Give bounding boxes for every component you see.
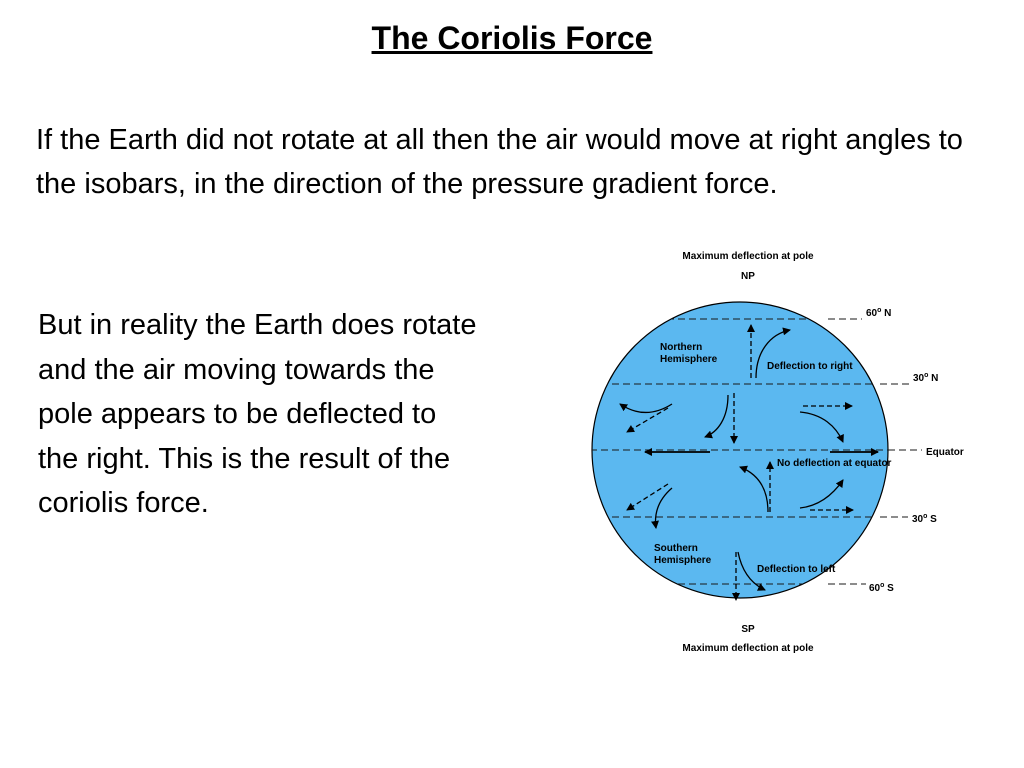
latitude-60s-suffix: S: [884, 583, 894, 594]
deflection-right-label: Deflection to right: [767, 361, 853, 372]
midlat-north-right-deflected-arrow: [799, 411, 844, 443]
degree-mark: o: [880, 582, 884, 589]
midlat-south-left-deflected-arrow: [651, 487, 673, 529]
no-deflection-label: No deflection at equator: [777, 458, 892, 469]
midlat-south-left-straight-arrow: [626, 483, 669, 511]
midlat-south-right-deflected-arrow: [799, 479, 844, 509]
latitude-30s-suffix: S: [927, 514, 937, 525]
midlat-south-center-deflected-arrow: [739, 465, 769, 513]
latitude-30n-value: 30: [913, 373, 925, 384]
top-caption: Maximum deflection at pole: [682, 251, 814, 262]
explanation-paragraph: But in reality the Earth does rotate and…: [38, 309, 477, 519]
slide-title: The Coriolis Force: [371, 20, 653, 56]
equator-label: Equator: [926, 447, 964, 458]
wind-arrows: [619, 324, 879, 601]
degree-mark: o: [924, 372, 928, 379]
latitude-60n-suffix: N: [881, 308, 891, 319]
northern-hemisphere-label-line1: Northern: [660, 342, 702, 353]
south-pole-label: SP: [741, 624, 755, 635]
degree-mark: o: [877, 307, 881, 314]
southern-hemisphere-label-line2: Hemisphere: [654, 555, 712, 566]
northern-hemisphere-label-line2: Hemisphere: [660, 354, 718, 365]
latitude-60n-value: 60: [866, 308, 878, 319]
latitude-60s-label: 60o S: [869, 582, 894, 594]
latitude-30s-value: 30: [912, 514, 924, 525]
intro-paragraph: If the Earth did not rotate at all then …: [36, 124, 963, 200]
polar-south-deflected-arrow: [737, 551, 766, 591]
midlat-north-center-deflected-arrow: [704, 394, 729, 439]
midlat-north-left-deflected-arrow: [619, 403, 673, 413]
latitude-60s-value: 60: [869, 583, 881, 594]
latitude-30s-label: 30o S: [912, 513, 937, 525]
degree-mark: o: [923, 513, 927, 520]
latitude-30n-label: 30o N: [913, 372, 938, 384]
bottom-caption: Maximum deflection at pole: [682, 643, 814, 654]
southern-hemisphere-label-line1: Southern: [654, 543, 698, 554]
latitude-60n-label: 60o N: [866, 307, 891, 319]
north-pole-label: NP: [741, 271, 755, 282]
latitude-30n-suffix: N: [928, 373, 938, 384]
deflection-left-label: Deflection to left: [757, 564, 836, 575]
polar-north-deflected-arrow: [755, 327, 791, 379]
